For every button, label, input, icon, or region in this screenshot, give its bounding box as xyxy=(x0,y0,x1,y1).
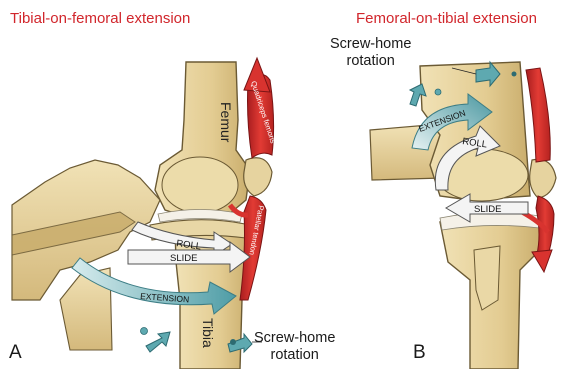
extension-label-a: EXTENSION xyxy=(140,291,190,304)
tibia-label: Tibia xyxy=(200,318,216,348)
panel-a-drawing: Femur Tibia Quadriceps femoris Patellar … xyxy=(12,58,278,369)
panel-b-letter: B xyxy=(413,342,426,364)
panel-a-title: Tibial-on-femoral extension xyxy=(10,10,190,27)
callout-b-line2: rotation xyxy=(330,53,411,70)
patella-b xyxy=(530,159,556,198)
panel-a-letter: A xyxy=(9,342,22,364)
callout-a-line2: rotation xyxy=(254,347,335,364)
femur-label: Femur xyxy=(218,102,234,143)
callout-b-line1: Screw-home xyxy=(330,36,411,53)
panel-b-title: Femoral-on-tibial extension xyxy=(356,10,537,27)
panel-b-drawing: EXTENSION ROLL SLIDE xyxy=(370,62,556,369)
slide-label-b: SLIDE xyxy=(474,204,501,215)
screw-home-callout-b: Screw-home rotation xyxy=(330,36,411,70)
quadriceps-muscle-b xyxy=(526,68,550,162)
screw-home-callout-a: Screw-home rotation xyxy=(254,330,335,364)
callout-a-line1: Screw-home xyxy=(254,330,335,347)
screw-home-arrow-a1 xyxy=(146,332,170,352)
slide-label-a: SLIDE xyxy=(170,253,197,264)
patella-a xyxy=(244,158,272,196)
